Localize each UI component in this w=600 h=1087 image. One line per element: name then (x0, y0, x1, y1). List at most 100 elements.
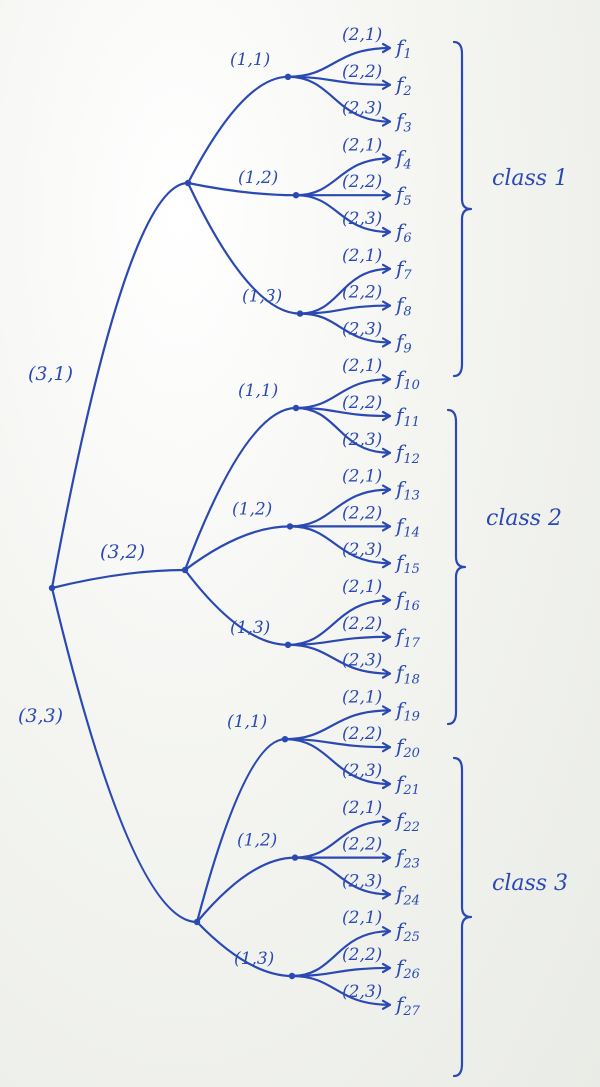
leaf-edge-label: (2,1) (342, 687, 382, 707)
edge-to-leaf (293, 819, 392, 859)
leaf-label: f10 (394, 366, 420, 393)
edge-to-leaf (290, 974, 392, 1006)
edge-to-leaf (290, 966, 392, 978)
leaf-label: f6 (394, 219, 412, 246)
subbranch-label: (1,1) (238, 381, 278, 401)
arrowhead-icon (381, 484, 392, 495)
leaf-label: f18 (394, 661, 420, 688)
leaf-index: 4 (402, 157, 411, 172)
arrowhead-icon (381, 668, 392, 679)
leaf-edge-label: (2,1) (342, 246, 382, 266)
leaf-index: 9 (403, 341, 411, 356)
edge-to-leaf (286, 635, 392, 646)
leaf-label: f8 (394, 293, 412, 320)
edge-to-leaf (298, 267, 392, 315)
leaf-edge-label: (2,3) (342, 319, 382, 339)
leaf-label: f23 (394, 845, 420, 872)
edge-to-leaf (294, 406, 392, 454)
edge-root-to-1 (50, 181, 190, 590)
subbranch-label: (1,2) (238, 168, 278, 188)
branch-label: (3,2) (100, 541, 145, 563)
arrowhead-icon (381, 778, 392, 790)
edge-to-leaf (294, 194, 392, 234)
leaf-index: 23 (402, 857, 420, 872)
leaf-index: 24 (402, 893, 420, 908)
leaf-edge-label: (2,3) (342, 209, 382, 229)
leaf-label: f2 (394, 72, 412, 99)
leaf-index: 25 (402, 930, 420, 945)
arrowhead-icon (381, 42, 392, 54)
arrowhead-icon (381, 631, 392, 642)
arrowhead-icon (381, 999, 392, 1010)
edge-level1-to-level2 (195, 856, 297, 924)
arrowhead-icon (381, 410, 392, 422)
edge-to-leaf (283, 738, 392, 749)
leaf-edge-label: (2,1) (342, 356, 382, 376)
leaf-index: 20 (402, 746, 420, 761)
edge-to-leaf (294, 406, 392, 418)
arrowhead-icon (381, 116, 392, 127)
leaf-index: 21 (402, 783, 420, 798)
leaf-label: f15 (394, 550, 420, 577)
leaf-edge-label: (2,2) (342, 503, 382, 523)
arrowhead-icon (381, 447, 392, 458)
leaf-label: f27 (394, 992, 421, 1019)
edge-level1-to-level2 (183, 525, 292, 572)
leaf-index: 18 (403, 673, 420, 688)
arrowhead-icon (381, 263, 392, 274)
arrowhead-icon (381, 79, 392, 90)
subbranch-label: (1,3) (230, 618, 270, 638)
edge-root-to-2 (50, 568, 187, 590)
leaf-index: 15 (403, 562, 420, 577)
leaf-edge-label: (2,2) (342, 283, 382, 303)
leaf-edge-label: (2,3) (342, 982, 382, 1002)
edge-level1-to-level2 (195, 920, 294, 978)
leaf-index: 22 (402, 820, 420, 835)
leaf-edge-label: (2,2) (342, 724, 382, 744)
leaf-edge-label: (2,2) (342, 614, 382, 634)
class-label: class 3 (492, 871, 568, 896)
leaf-label: f14 (394, 513, 420, 540)
leaf-label: f26 (394, 955, 420, 982)
arrowhead-icon (381, 521, 392, 532)
leaf-index: 26 (402, 967, 420, 982)
leaf-edge-label: (2,2) (342, 835, 382, 855)
leaf-edge-label: (2,3) (342, 540, 382, 560)
leaf-edge-label: (2,1) (342, 25, 382, 45)
leaf-index: 8 (403, 305, 411, 320)
edge-to-leaf (298, 304, 392, 315)
leaf-edge-label: (2,3) (342, 761, 382, 781)
edge-level1-to-level2 (186, 181, 298, 197)
leaf-index: 3 (403, 121, 411, 136)
arrowhead-icon (381, 374, 392, 385)
leaf-label: f13 (394, 477, 420, 504)
leaf-index: 14 (403, 525, 420, 540)
edge-to-leaf (283, 709, 392, 741)
edge-to-leaf (283, 738, 392, 786)
leaf-edge-label: (2,1) (342, 908, 382, 928)
subbranch-label: (1,3) (242, 287, 282, 307)
leaf-edge-label: (2,1) (342, 798, 382, 818)
edge-to-leaf (298, 312, 392, 344)
edge-level1-to-level2 (186, 181, 302, 315)
edge-to-leaf (286, 75, 392, 86)
leaf-index: 2 (402, 84, 411, 99)
subbranch-label: (1,1) (230, 50, 270, 70)
leaf-index: 10 (403, 378, 420, 393)
branch-label: (3,1) (28, 363, 73, 385)
leaf-edge-label: (2,2) (342, 945, 382, 965)
arrowhead-icon (381, 705, 392, 716)
class-brace (452, 756, 473, 1078)
leaf-label: f1 (394, 35, 412, 62)
branch-label: (3,3) (18, 705, 63, 727)
leaf-label: f3 (394, 109, 412, 136)
leaf-index: 13 (403, 489, 420, 504)
edge-to-leaf (290, 930, 392, 978)
leaf-index: 12 (403, 452, 420, 467)
edge-to-leaf (286, 46, 392, 78)
arrowhead-icon (381, 852, 392, 863)
leaf-index: 11 (403, 415, 420, 430)
leaf-index: 1 (403, 47, 411, 62)
